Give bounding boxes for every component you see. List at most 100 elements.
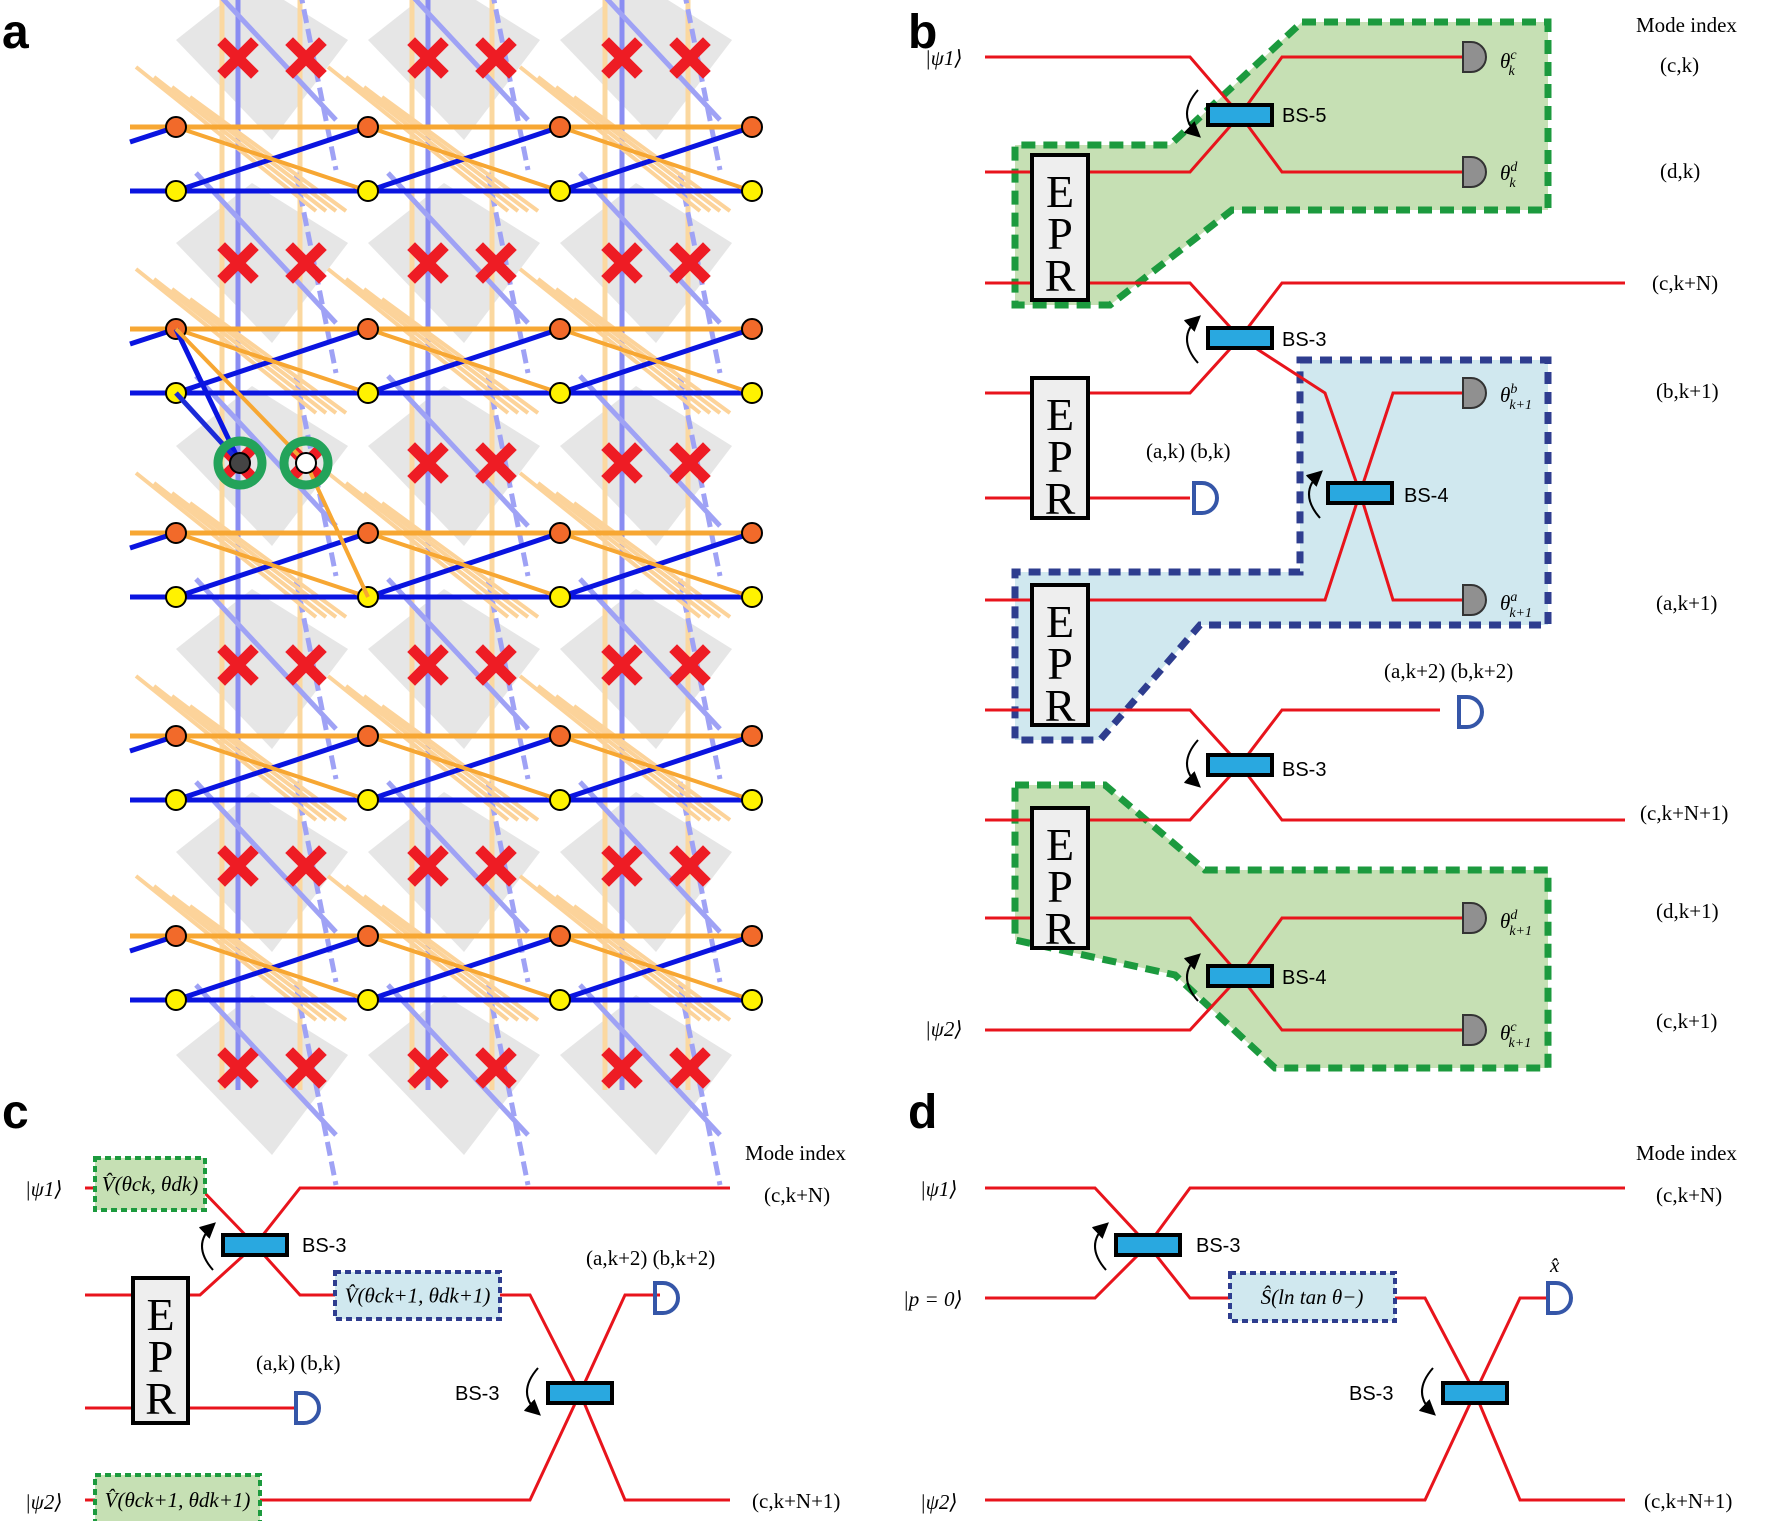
- d-bs-label-0: BS-3: [1196, 1235, 1240, 1257]
- detector-icon: [1192, 481, 1219, 515]
- orange-node: [357, 116, 379, 138]
- b-bs-label-0: BS-5: [1282, 105, 1326, 127]
- cross-icon: [217, 242, 259, 284]
- c-bs-label-1: BS-3: [455, 1383, 499, 1405]
- epr-letter: R: [145, 1373, 176, 1424]
- d-input-psi2: |ψ2⟩: [920, 1490, 958, 1514]
- beamsplitter: [1114, 1233, 1182, 1257]
- faint-edge: [134, 65, 318, 213]
- diagonal-line: [386, 780, 530, 934]
- phase-arrow-icon: [1091, 1222, 1109, 1271]
- c-input-psi1: |ψ1⟩: [25, 1177, 63, 1201]
- cross-icon: [217, 1047, 259, 1089]
- c-detector-pair-0: (a,k+2) (b,k+2): [586, 1246, 715, 1270]
- highlight-ring: [279, 436, 333, 490]
- orange-node: [741, 925, 763, 947]
- wire: [985, 1389, 1625, 1502]
- detector-icon: [1457, 695, 1484, 729]
- d-input-p0: |p = 0⟩: [903, 1287, 963, 1311]
- yellow-node: [165, 989, 187, 1011]
- diagonal-line: [386, 374, 530, 528]
- faint-edge: [518, 267, 702, 415]
- cross-icon: [475, 242, 517, 284]
- yellow-node: [357, 180, 379, 202]
- cross-icon: [601, 442, 643, 484]
- beamsplitter: [1206, 753, 1274, 777]
- b-bs-label-2: BS-4: [1404, 485, 1448, 507]
- d-mode-1: (c,k+N+1): [1644, 1489, 1732, 1513]
- orange-node: [741, 318, 763, 340]
- epr-box: [1030, 376, 1090, 520]
- orange-diagonal: [559, 125, 753, 193]
- blue-edge: [174, 391, 242, 465]
- phase-arrow-icon: [198, 1222, 216, 1271]
- c-mode-0: (c,k+N): [764, 1183, 830, 1207]
- wire: [985, 336, 1465, 498]
- cross-icon: [475, 644, 517, 686]
- operator-box: [93, 1473, 262, 1521]
- wire: [985, 1186, 1625, 1248]
- diagonal-line: [386, 983, 530, 1137]
- cross-icon: [475, 1047, 517, 1089]
- epr-box: [1030, 583, 1090, 727]
- orange-node: [549, 522, 571, 544]
- orange-node: [357, 522, 379, 544]
- b-input-psi2: |ψ2⟩: [925, 1017, 963, 1041]
- b-bs-label-1: BS-3: [1282, 329, 1326, 351]
- cross-icon: [217, 644, 259, 686]
- cross-icon: [669, 242, 711, 284]
- diagonal-line: [578, 983, 722, 1137]
- homodyne-detector-icon: [1462, 902, 1487, 934]
- epr-box: [1030, 153, 1090, 302]
- panel-d-circuit: Ŝ(ln tan θ−): [985, 1186, 1625, 1502]
- orange-node: [549, 318, 571, 340]
- orange-node: [549, 116, 571, 138]
- operator-label: V̂(θck+1, θdk+1): [105, 1488, 251, 1512]
- d-input-psi1: |ψ1⟩: [920, 1177, 958, 1201]
- diagonal-line: [386, 577, 530, 731]
- b-mode-1: (d,k): [1660, 159, 1700, 183]
- orange-diagonal: [367, 125, 561, 193]
- cross-icon: [669, 37, 711, 79]
- beamsplitter: [546, 1381, 614, 1405]
- epr-letter: P: [1047, 208, 1073, 259]
- b-detector-pair-0: (a,k) (b,k): [1146, 439, 1231, 463]
- b-mode-7: (c,k+1): [1656, 1009, 1717, 1033]
- cross-icon: [285, 644, 327, 686]
- epr-letter: R: [1045, 903, 1076, 954]
- epr-source: EPR: [1030, 806, 1090, 954]
- orange-edge: [174, 327, 308, 465]
- orange-diagonal: [559, 327, 753, 395]
- cross-icon: [669, 644, 711, 686]
- cross-icon: [475, 442, 517, 484]
- diagonal-line: [578, 374, 722, 528]
- cross-icon: [601, 845, 643, 887]
- b-detector-pair-1: (a,k+2) (b,k+2): [1384, 659, 1513, 683]
- orange-node: [741, 522, 763, 544]
- orange-node: [549, 725, 571, 747]
- blue-region-mid: [1011, 356, 1552, 744]
- orange-diagonal: [175, 734, 369, 802]
- orange-diagonal: [559, 531, 753, 599]
- cross-icon: [669, 1047, 711, 1089]
- cross-icon: [407, 442, 449, 484]
- diagonal-line: [578, 171, 722, 325]
- panel-a-letter: a: [2, 6, 29, 59]
- c-bs-label-0: BS-3: [302, 1235, 346, 1257]
- yellow-node: [549, 789, 571, 811]
- b-bs-label-3: BS-3: [1282, 759, 1326, 781]
- d-bs-label-1: BS-3: [1349, 1383, 1393, 1405]
- b-mode-5: (c,k+N+1): [1640, 801, 1728, 825]
- cross-icon: [285, 1047, 327, 1089]
- epr-letter: R: [1045, 250, 1076, 301]
- homodyne-detector-icon: [1462, 1014, 1487, 1046]
- faint-edge: [518, 65, 702, 213]
- epr-letter: P: [1047, 638, 1073, 689]
- yellow-node: [549, 586, 571, 608]
- orange-node: [357, 318, 379, 340]
